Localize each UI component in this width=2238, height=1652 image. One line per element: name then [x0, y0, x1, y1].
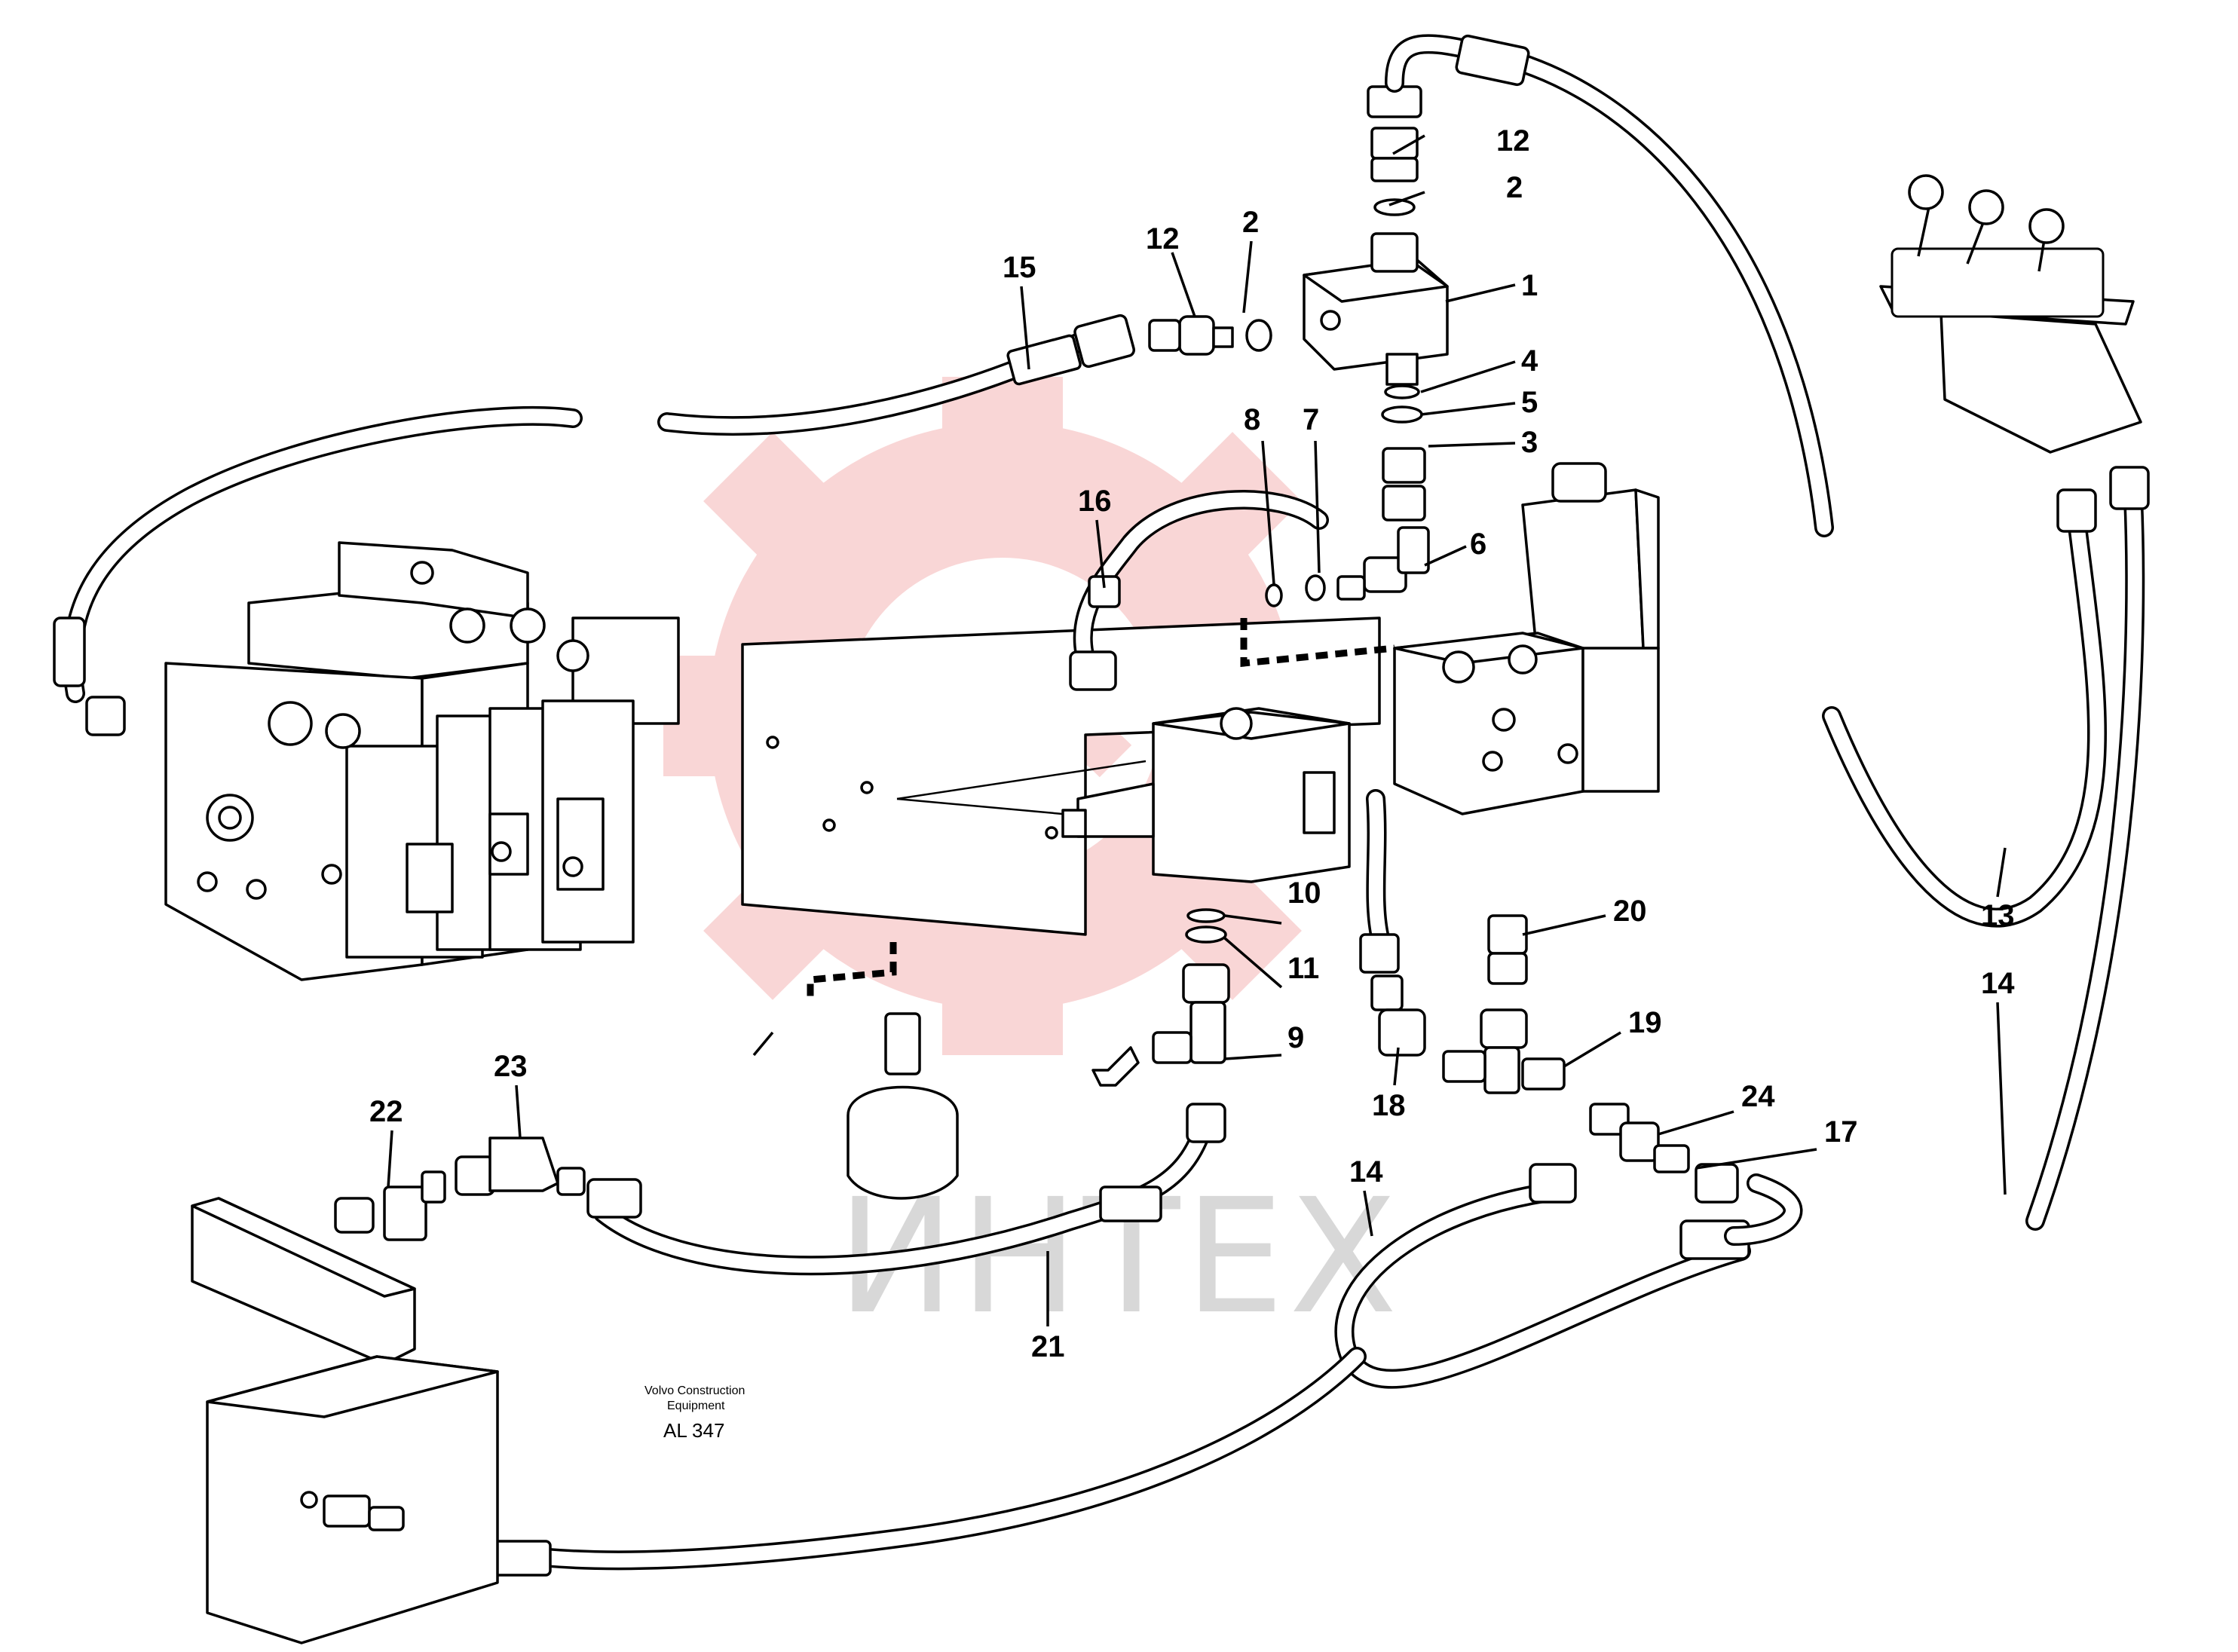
hose-13 — [1822, 466, 2150, 1231]
callout-10: 10 — [1287, 876, 1321, 910]
solenoid-valve — [1393, 462, 1660, 815]
pressure-switch-block — [1061, 707, 1351, 883]
maker-label-line2: Equipment — [667, 1400, 725, 1412]
washers-7-8 — [1265, 574, 1366, 607]
callout-4: 4 — [1521, 344, 1538, 378]
callout-17: 17 — [1824, 1115, 1858, 1149]
callout-22: 22 — [369, 1095, 403, 1128]
fittings-stack-top — [1367, 85, 1422, 216]
callout-2-top: 2 — [1506, 171, 1523, 204]
callout-18: 18 — [1372, 1089, 1406, 1122]
mounting-bracket — [741, 616, 1381, 936]
tee-fitting-9 — [1091, 908, 1230, 1143]
callout-11: 11 — [1287, 952, 1319, 985]
callout-8: 8 — [1244, 403, 1260, 436]
callout-3: 3 — [1521, 426, 1538, 459]
callout-13: 13 — [1981, 899, 2015, 932]
hose-bracket-drop — [1359, 789, 1400, 974]
callout-20: 20 — [1613, 895, 1647, 928]
dashed-link-reservoir — [807, 942, 897, 1002]
drawing-reference: AL 347 — [663, 1419, 724, 1442]
bottom-left-unit-upper — [191, 1197, 416, 1366]
callout-7: 7 — [1303, 403, 1319, 436]
callout-5: 5 — [1521, 386, 1538, 419]
callout-14-right: 14 — [1981, 967, 2015, 1000]
callout-24: 24 — [1741, 1080, 1775, 1113]
dashed-link-block — [1240, 618, 1395, 667]
callout-6: 6 — [1470, 528, 1486, 561]
hose-bottom — [412, 1347, 1367, 1577]
fittings-right-group — [1370, 914, 1690, 1173]
callout-12-top: 12 — [1496, 124, 1530, 158]
callout-19: 19 — [1628, 1006, 1662, 1039]
hose-left-valve — [53, 405, 583, 736]
callout-12-left: 12 — [1146, 222, 1180, 255]
reservoir-bottle — [847, 1012, 959, 1200]
callout-16: 16 — [1078, 485, 1112, 518]
fittings-stack-lower — [1381, 384, 1426, 522]
hose-14 — [1334, 1163, 1751, 1389]
callout-23: 23 — [494, 1050, 528, 1083]
callout-1: 1 — [1521, 269, 1538, 302]
valve-1 — [1303, 232, 1449, 386]
callouts: 1 2 2 3 4 5 6 7 8 9 10 11 12 12 13 14 14… — [369, 124, 2015, 1363]
hose-16 — [1069, 490, 1329, 691]
leader-lines — [387, 134, 2007, 1326]
fittings-22-23 — [334, 1137, 586, 1241]
bottom-left-unit-lower — [206, 1355, 499, 1644]
elbow-fitting-6 — [1363, 526, 1430, 593]
callout-15: 15 — [1003, 251, 1036, 284]
callout-2-left: 2 — [1242, 206, 1259, 239]
fitting-12-left — [1148, 315, 1272, 356]
control-valve-block — [164, 541, 680, 981]
hose-21 — [586, 1121, 1212, 1276]
callout-14-center: 14 — [1349, 1155, 1383, 1189]
callout-21: 21 — [1031, 1330, 1065, 1363]
joystick-control-box — [1879, 174, 2142, 454]
hose-15 — [657, 314, 1136, 436]
hose-upper-right — [1385, 34, 1834, 537]
maker-label-line1: Volvo Construction — [644, 1384, 745, 1397]
callout-9: 9 — [1287, 1021, 1304, 1054]
